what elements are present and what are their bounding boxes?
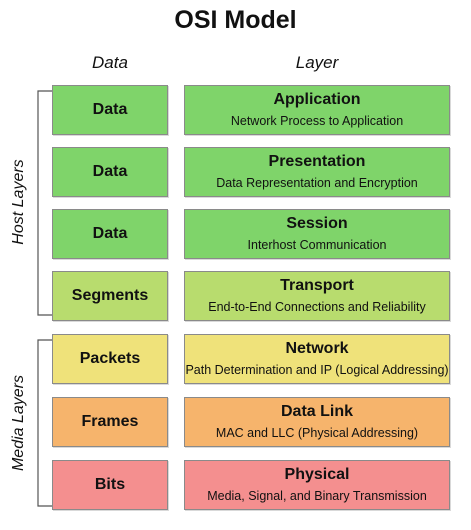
data-unit-box: Packets	[52, 334, 168, 384]
layer-description: Media, Signal, and Binary Transmission	[207, 489, 427, 503]
layer-description: Network Process to Application	[230, 114, 404, 128]
data-unit-box: Frames	[52, 397, 168, 447]
layer-name: Presentation	[268, 153, 366, 170]
layer-name: Application	[273, 91, 361, 108]
layer-description: Data Representation and Encryption	[216, 176, 418, 190]
diagram-title: OSI Model	[174, 6, 297, 34]
layer-column-header: Layer	[295, 53, 339, 72]
data-unit-box: Data	[52, 85, 168, 135]
layer-name: Transport	[280, 277, 354, 294]
data-unit-box: Data	[52, 209, 168, 259]
layer-name: Data Link	[280, 403, 353, 420]
media-layers-bracket	[37, 339, 52, 507]
data-unit-box: Data	[52, 147, 168, 197]
layer-name: Network	[285, 340, 349, 357]
layer-description: Path Determination and IP (Logical Addre…	[185, 363, 449, 377]
data-column-header: Data	[92, 53, 128, 72]
host-layers-bracket	[37, 90, 52, 316]
layer-description: Interhost Communication	[247, 238, 387, 252]
layer-description: End-to-End Connections and Reliability	[208, 300, 426, 314]
layer-name: Physical	[284, 466, 350, 483]
data-unit-box: Segments	[52, 271, 168, 321]
layer-name: Session	[286, 215, 348, 232]
data-unit-box: Bits	[52, 460, 168, 510]
layer-description: MAC and LLC (Physical Addressing)	[215, 426, 419, 440]
